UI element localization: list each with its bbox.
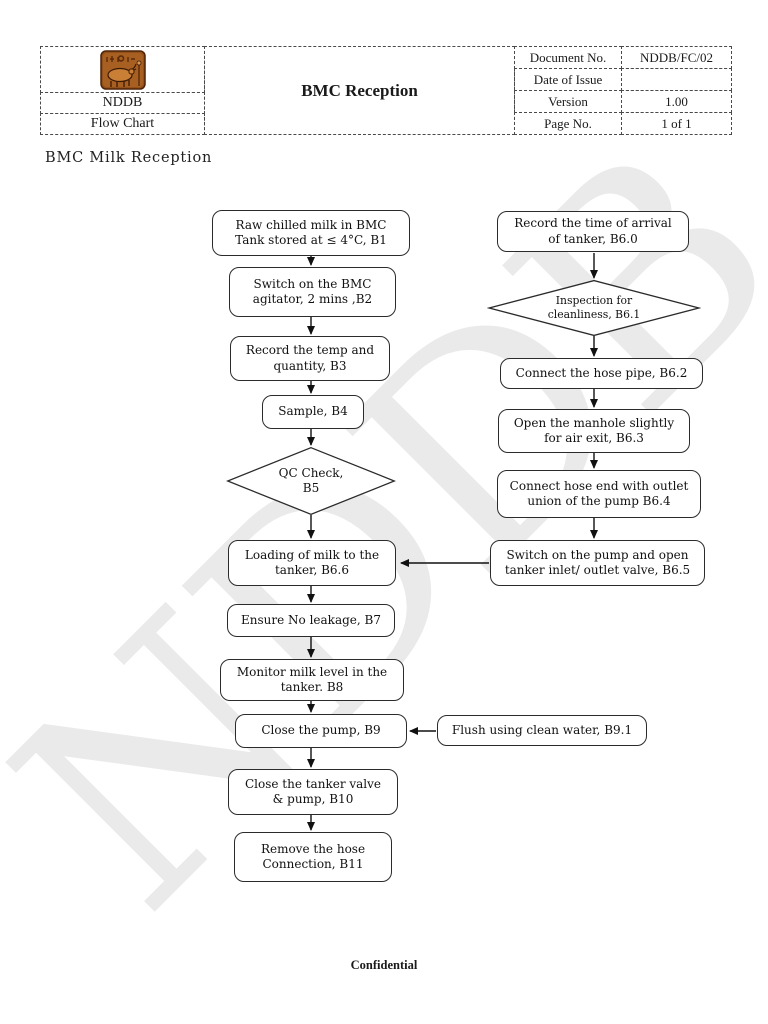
flow-node-b6-0: Record the time of arrival of tanker, B6… [497, 211, 689, 252]
flow-node-b5-decision: QC Check, B5 [226, 447, 396, 515]
flow-node-b6-2: Connect the hose pipe, B6.2 [500, 358, 703, 389]
meta-value-version: 1.00 [621, 90, 732, 113]
document-title: BMC Reception [204, 46, 515, 135]
meta-label-document-no: Document No. [514, 46, 622, 69]
flow-node-b6-1-decision: Inspection for cleanliness, B6.1 [487, 280, 701, 336]
meta-label-version: Version [514, 90, 622, 113]
org-name: NDDB [40, 92, 205, 114]
flow-node-b6-1-label: Inspection for cleanliness, B6.1 [547, 294, 641, 321]
doc-type: Flow Chart [40, 113, 205, 135]
meta-value-page-no: 1 of 1 [621, 112, 732, 135]
flow-node-b11: Remove the hose Connection, B11 [234, 832, 392, 882]
flow-node-b2: Switch on the BMC agitator, 2 mins ,B2 [229, 267, 396, 317]
diamond-shape [487, 280, 701, 336]
meta-label-date-of-issue: Date of Issue [514, 68, 622, 91]
flow-node-b7: Ensure No leakage, B7 [227, 604, 395, 637]
document-header-table: NDDB Flow Chart BMC Reception Document N… [40, 46, 732, 135]
confidential-footer: Confidential [350, 958, 418, 972]
flow-node-b5-label: QC Check, B5 [278, 465, 344, 495]
flow-node-b9: Close the pump, B9 [235, 714, 407, 748]
meta-value-date-of-issue [621, 68, 732, 91]
section-title: BMC Milk Reception [45, 150, 213, 166]
meta-value-document-no: NDDB/FC/02 [621, 46, 732, 69]
logo-cell [40, 46, 205, 93]
flow-node-b10: Close the tanker valve & pump, B10 [228, 769, 398, 815]
flow-node-b8: Monitor milk level in the tanker. B8 [220, 659, 404, 701]
flow-node-b9-1: Flush using clean water, B9.1 [437, 715, 647, 746]
flow-node-b6-3: Open the manhole slightly for air exit, … [498, 409, 690, 453]
flow-node-b1: Raw chilled milk in BMC Tank stored at ≤… [212, 210, 410, 256]
flow-node-b6-6: Loading of milk to the tanker, B6.6 [228, 540, 396, 586]
meta-label-page-no: Page No. [514, 112, 622, 135]
diamond-shape [226, 447, 396, 515]
nddb-seal-logo [99, 49, 146, 90]
flow-node-b6-4: Connect hose end with outlet union of th… [497, 470, 701, 518]
flow-node-b6-5: Switch on the pump and open tanker inlet… [490, 540, 705, 586]
flow-node-b4: Sample, B4 [262, 395, 364, 429]
flow-node-b3: Record the temp and quantity, B3 [230, 336, 390, 381]
